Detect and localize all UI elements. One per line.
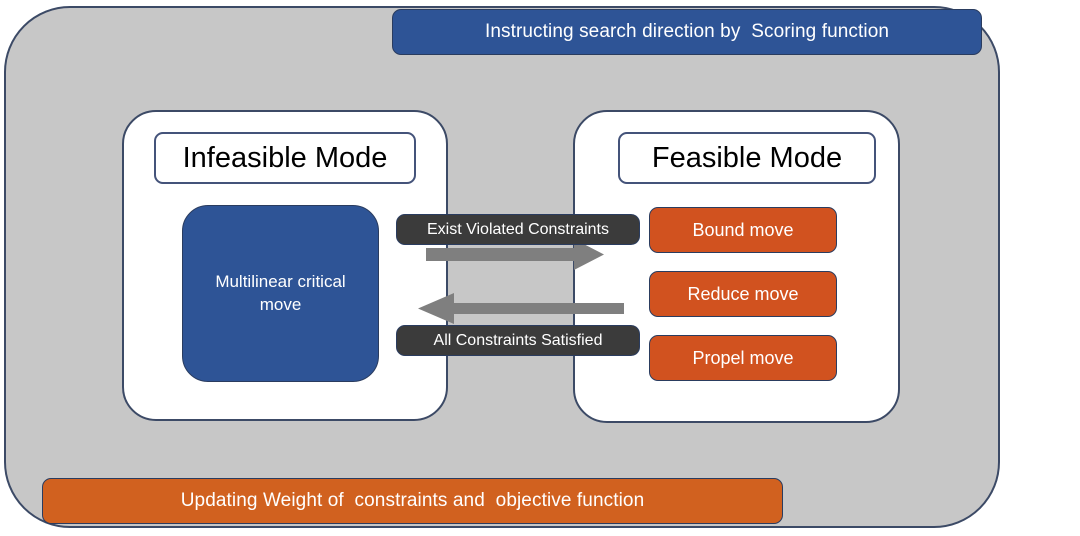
feasible-mode-title: Feasible Mode <box>618 132 876 184</box>
top-banner-scoring-function: Instructing search direction by Scoring … <box>392 9 982 55</box>
bottom-banner-updating-weight: Updating Weight of constraints and objec… <box>42 478 783 524</box>
reduce-move-block: Reduce move <box>649 271 837 317</box>
bound-move-block: Bound move <box>649 207 837 253</box>
transition-label-exist-violated-constraints: Exist Violated Constraints <box>396 214 640 245</box>
infeasible-mode-title: Infeasible Mode <box>154 132 416 184</box>
arrow-right-icon <box>426 239 604 276</box>
multilinear-critical-move-block: Multilinear critical move <box>182 205 379 382</box>
transition-label-all-constraints-satisfied: All Constraints Satisfied <box>396 325 640 356</box>
arrow-left-icon <box>418 293 624 330</box>
propel-move-block: Propel move <box>649 335 837 381</box>
